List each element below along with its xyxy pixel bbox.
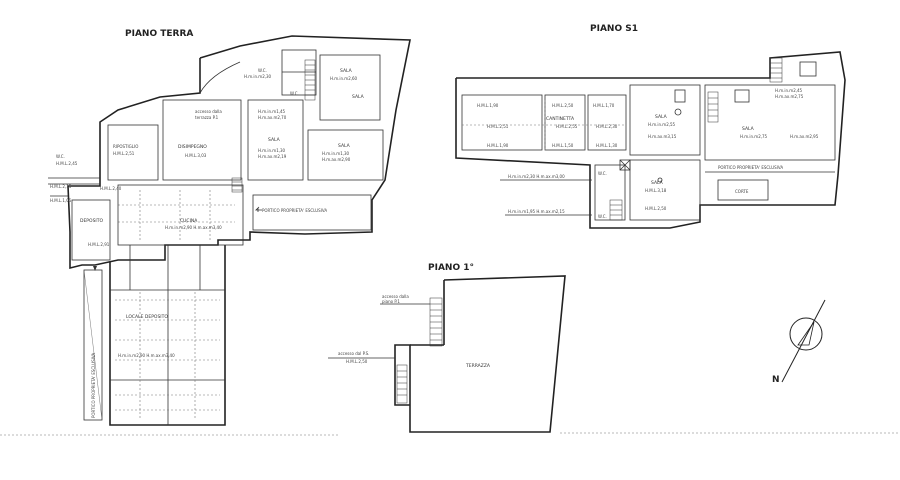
gf-wc-left-h: H.M.L.2,45 [56, 161, 78, 166]
gf-wc-left: W.C. [56, 154, 65, 159]
f1-terrazza: TERRAZZA [465, 363, 491, 369]
s1-wc2: W.C. [598, 214, 607, 219]
s1-floor-plan [455, 51, 846, 229]
gf-ripostiglio: RIPOSTIGLIO [113, 144, 138, 149]
s1-wc1: W.C. [598, 171, 607, 176]
s1-h6: H.M.L.2,30 [596, 124, 618, 129]
s1-h13: H.m.in.m1,95 H.m.ax.m2,15 [508, 209, 565, 214]
ground-floor-labels: W.C. H.m.in.m2,30 W.C. SALA H.m.in.m2,60… [50, 68, 365, 418]
gf-sala-top2: SALA [352, 94, 365, 100]
s1-sala1-h: H.m.in.m2,55 [648, 122, 676, 127]
gf-sala-top-h: H.m.in.m2,60 [330, 76, 358, 81]
s1-h4: H.M.L.2,51 [487, 124, 509, 129]
gf-sala-mid-h: H.m.in.m1,30 [258, 148, 286, 153]
s1-h8: H.M.L.1,50 [552, 143, 574, 148]
first-floor-labels: accesso dalla piano P.1 accesso dal P.S.… [338, 294, 491, 369]
gf-deposito-h: H.M.L.2,91 [88, 242, 110, 247]
s1-sala1-h2: H.m.ax.m3,15 [648, 134, 677, 139]
north-compass: N [772, 299, 826, 385]
gf-cucina-h: H.m.in.m2,90 H.m.ax.m3,40 [165, 225, 222, 230]
scan-artifact-line [0, 432, 900, 436]
gf-access-note2: terrazza P.1 [195, 115, 219, 120]
s1-h1: H.M.L.1,90 [477, 103, 499, 108]
gf-wc-mid: W.C. [290, 91, 299, 96]
title-piano-terra: PIANO TERRA [125, 29, 193, 39]
gf-wc-top: W.C. [258, 68, 267, 73]
s1-sala2: SALA [742, 126, 755, 132]
f1-note1: accesso dalla [382, 294, 409, 299]
gf-sala-mid-h2: H.m.ax.m2,19 [258, 154, 287, 159]
gf-side-note: PORTICO PROPRIETA' ESCLUSIVA [91, 353, 96, 418]
gf-deposito: DEPOSITO [80, 218, 103, 224]
gf-sala-mid: SALA [268, 137, 281, 143]
s1-sala3-h: H.M.L.3,18 [645, 188, 667, 193]
gf-h-left1: H.M.L.2,40 [100, 186, 122, 191]
s1-h11: H.m.ax.m2,75 [775, 94, 804, 99]
s1-sala1: SALA [655, 114, 668, 120]
s1-h9: H.M.L.1,30 [596, 143, 618, 148]
gf-h-170: H.m.in.m1,45 [258, 109, 286, 114]
s1-h3: H.M.L.1,70 [593, 103, 615, 108]
gf-locale-deposito: LOCALE DEPOSITO [126, 314, 168, 320]
gf-other-property: PORTICO PROPRIETA' ESCLUSIVA [262, 208, 327, 213]
gf-sala-top: SALA [340, 68, 353, 74]
compass-north-letter: N [772, 375, 780, 385]
gf-h-left2: H.M.L.2,15 [50, 184, 72, 189]
s1-h14: H.M.L.2,50 [645, 206, 667, 211]
gf-wc-top-h: H.m.in.m2,30 [244, 74, 272, 79]
s1-corte: CORTE [735, 189, 749, 194]
gf-disimpegno: DISIMPEGNO [178, 144, 207, 150]
gf-sala-right-h2: H.m.ax.m2,90 [322, 157, 351, 162]
gf-h-left3: H.M.L.1,05 [50, 198, 72, 203]
s1-h10: H.m.in.m2,45 [775, 88, 803, 93]
f1-note3: accesso dal P.S. [338, 351, 369, 356]
gf-sala-right: SALA [338, 143, 351, 149]
f1-note4: H.M.L.2,50 [346, 359, 368, 364]
gf-ripostiglio-h: H.M.L.2,51 [113, 151, 135, 156]
gf-sala-right-h: H.m.in.m1,30 [322, 151, 350, 156]
gf-locale-h: H.m.in.m2,90 H.m.ax.m3,40 [118, 353, 175, 358]
s1-cantinetta: CANTINETTA [546, 116, 575, 122]
gf-disimpegno-h: H.M.L.3,03 [185, 153, 207, 158]
title-piano-s1: PIANO S1 [590, 24, 638, 34]
s1-h5: H.M.L.2,55 [556, 124, 578, 129]
title-piano-1: PIANO 1° [428, 263, 474, 273]
ground-floor-plan [48, 35, 411, 426]
first-floor-plan [328, 275, 566, 433]
gf-h-170b: H.m.ax.m2,70 [258, 115, 287, 120]
s1-floor-labels: H.M.L.1,90 H.M.L.2,50 H.M.L.1,70 H.M.L.2… [477, 88, 819, 219]
s1-portico: PORTICO PROPRIETA' ESCLUSIVA [718, 165, 783, 170]
s1-sala2-h: H.m.in.m2,75 [740, 134, 768, 139]
s1-h12: H.m.in.m2,30 H.m.ax.m3,00 [508, 174, 565, 179]
f1-note2: piano P.1 [382, 299, 400, 304]
gf-cucina: CUCINA [180, 218, 198, 224]
s1-sala3: SALA [651, 180, 664, 186]
s1-h7: H.M.L.1,90 [487, 143, 509, 148]
s1-sala2-h2: H.m.ax.m2,95 [790, 134, 819, 139]
gf-access-note: accesso dalla [195, 109, 222, 114]
s1-h2: H.M.L.2,50 [552, 103, 574, 108]
